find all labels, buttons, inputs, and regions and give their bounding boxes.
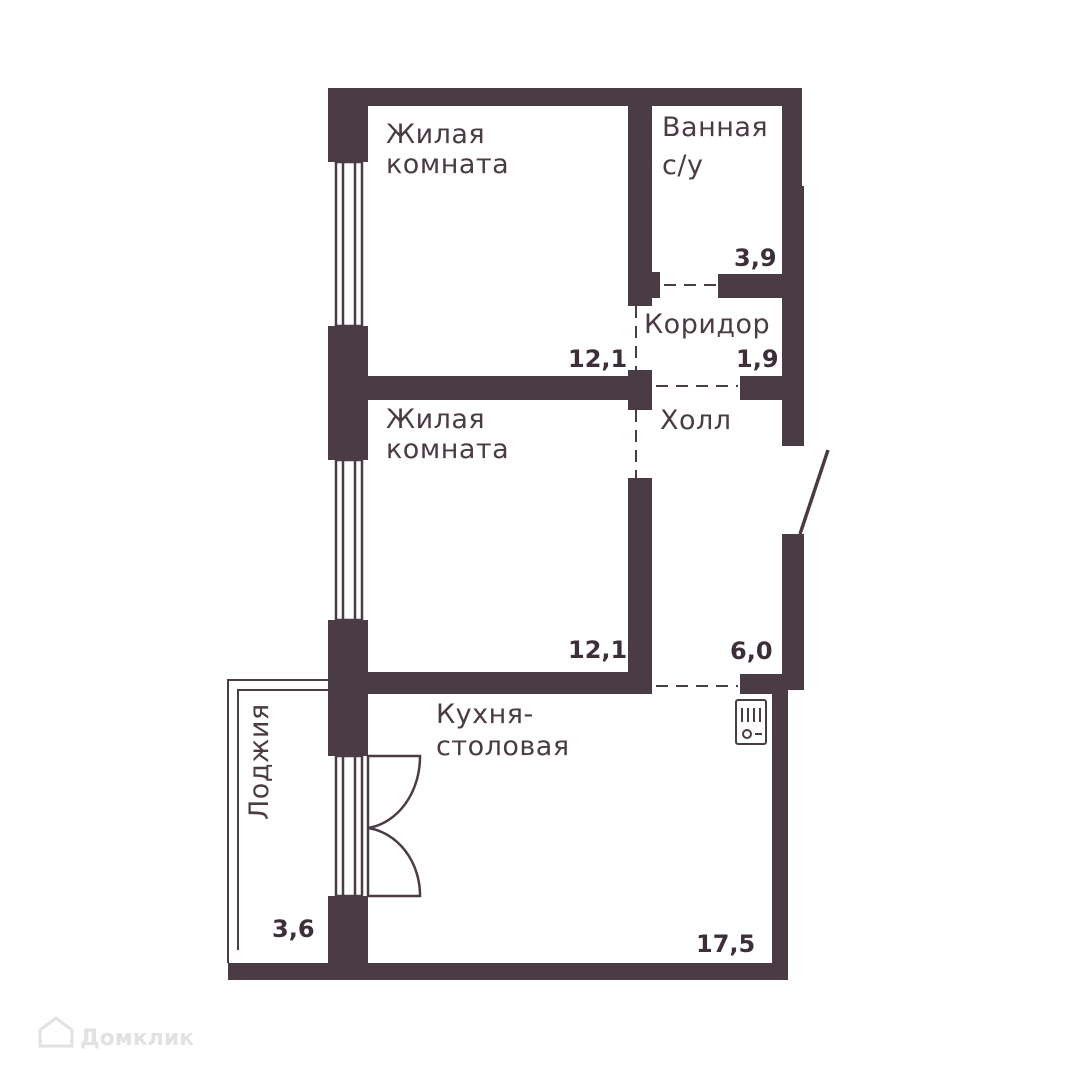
windows [334,160,364,898]
wall-left-1 [328,88,368,162]
living-2-name-line1: Жилая [386,404,485,435]
domclick-logo-icon [38,1016,74,1048]
wall-partition-living2 [628,478,652,692]
wall-partition-bath [628,88,652,306]
living-2-area: 12,1 [568,636,627,664]
walls [228,88,804,980]
living-2-name-line2: комната [386,434,509,465]
wall-living-stub [628,370,652,410]
hall-area: 6,0 [730,637,773,665]
kitchen-name-line1: Кухня- [436,699,534,730]
entrance-door [798,449,830,535]
loggia-area: 3,6 [272,915,315,943]
wall-bath-stub [640,272,660,298]
wall-living2-kitchen [360,672,652,694]
door-openings [635,284,738,687]
window-living-2 [334,458,364,622]
hall-name: Холл [660,405,732,436]
wall-hall-kitchen [740,674,788,694]
kitchen-name-line2: столовая [436,731,570,762]
wall-right-bath [782,186,804,286]
balcony-door [366,754,422,898]
kitchen-area: 17,5 [696,930,755,958]
loggia-outline [227,679,328,963]
wall-right-hall [782,534,804,690]
wall-living-divider [360,376,652,400]
window-living-1 [334,160,364,328]
kitchen-sink-icon [735,699,767,745]
corridor-name: Коридор [644,309,770,340]
wall-top [328,88,802,106]
living-1-name-line2: комната [386,149,509,180]
wall-bottom [228,963,788,980]
bathroom-name-line2: с/у [662,150,703,181]
living-1-area: 12,1 [568,345,627,373]
window-kitchen [334,754,364,898]
wall-right-corridor [782,286,804,446]
wall-bath-bottom [718,274,804,298]
wall-right-kitchen [772,674,788,980]
loggia-name: Лоджия [244,703,275,820]
living-1-name-line1: Жилая [386,119,485,150]
wall-corridor-stub [740,376,804,400]
bathroom-area: 3,9 [734,244,777,272]
corridor-area: 1,9 [736,345,779,373]
bathroom-name-line1: Ванная [662,112,768,143]
watermark: Домклик [38,1016,194,1051]
watermark-text: Домклик [80,1026,194,1051]
